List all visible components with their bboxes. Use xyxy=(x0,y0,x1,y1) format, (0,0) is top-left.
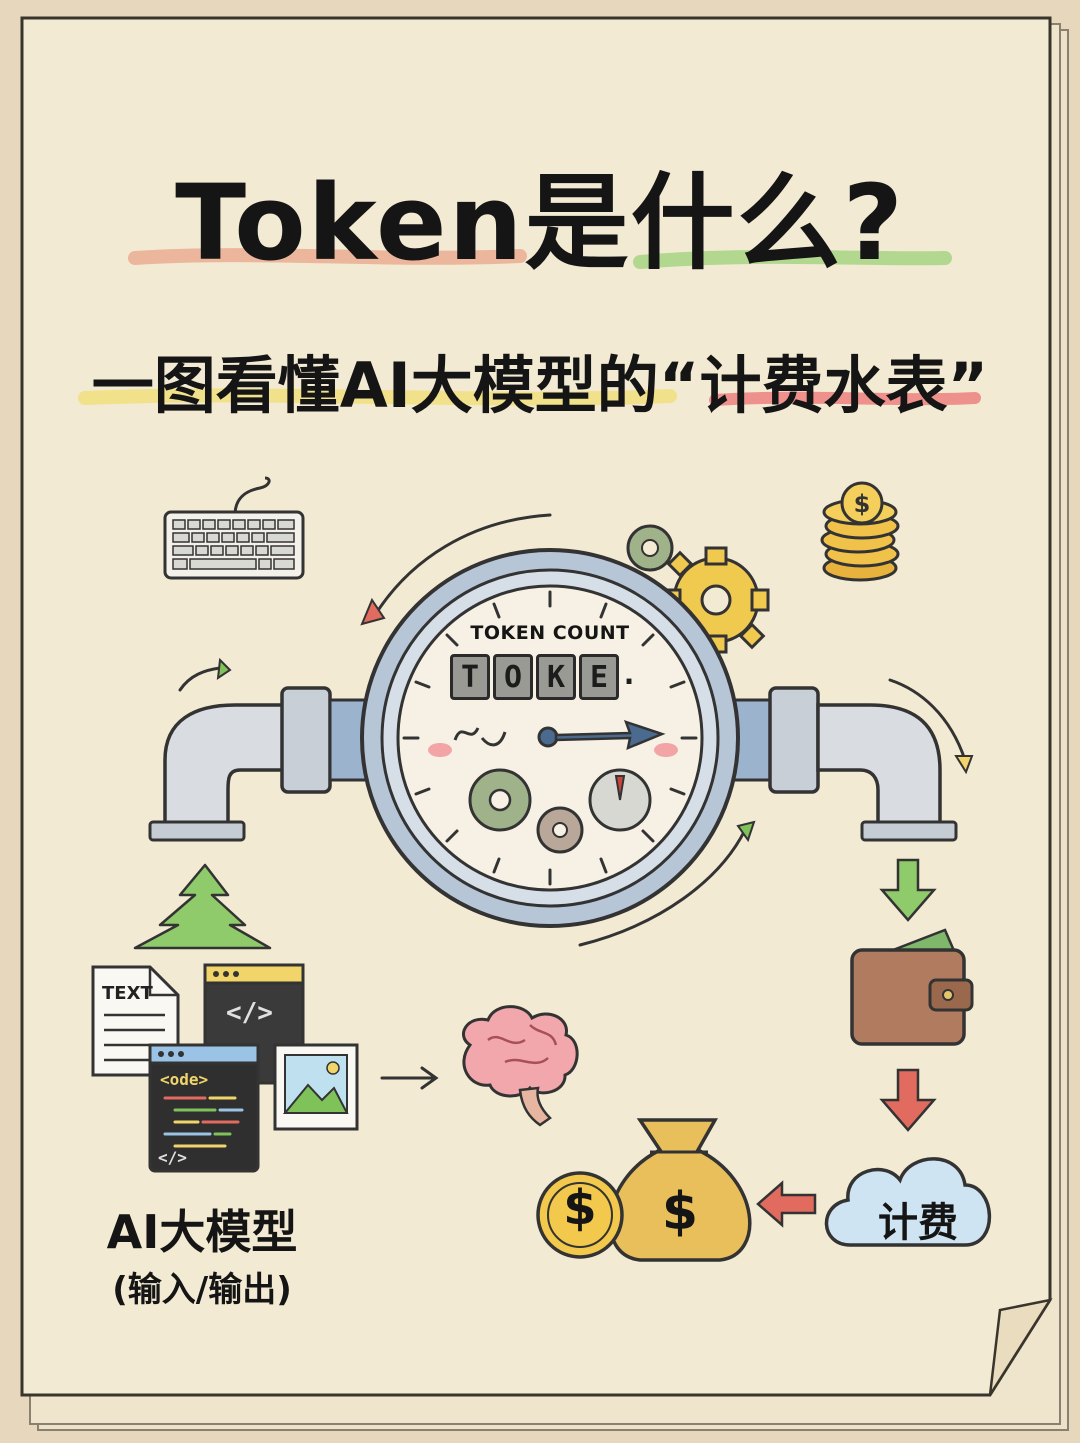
coin-dollar-sign: $ xyxy=(563,1180,597,1236)
counter-digit: O xyxy=(493,654,533,700)
code-tag-label: <ode> xyxy=(160,1070,209,1089)
bag-dollar-sign: $ xyxy=(661,1182,699,1242)
arrow-to-brain xyxy=(380,1066,439,1090)
page-title: Token是什么? xyxy=(175,162,905,284)
ai-model-label: AI大模型 xyxy=(106,1205,298,1259)
counter-digit: E xyxy=(579,654,619,700)
billing-cloud xyxy=(824,1157,992,1247)
left-arrow-red xyxy=(756,1180,817,1228)
outlet-pipe xyxy=(728,686,958,842)
dollar-coin-icon xyxy=(536,1171,624,1259)
code-editor-icon xyxy=(148,1043,260,1173)
page-subtitle: 一图看懂AI大模型的“计费水表” xyxy=(91,349,989,422)
token-meter-gauge xyxy=(360,548,740,928)
keyboard-icon xyxy=(163,476,305,580)
billing-label: 计费 xyxy=(878,1200,958,1246)
code-tag-label: </> xyxy=(226,998,273,1028)
coin-stack-icon: $ xyxy=(820,481,900,582)
brain-icon xyxy=(462,1005,579,1127)
token-count-label: TOKEN COUNT xyxy=(470,622,630,644)
code-tag-label: </> xyxy=(158,1148,187,1167)
counter-digit: T xyxy=(450,654,490,700)
image-icon xyxy=(273,1043,359,1131)
counter-digit: K xyxy=(536,654,576,700)
svg-text:$: $ xyxy=(854,490,871,518)
down-arrow-green xyxy=(879,858,937,922)
wallet-icon xyxy=(850,928,974,1046)
ai-model-sublabel: (输入/输出) xyxy=(112,1270,292,1310)
input-flow-arrow xyxy=(133,863,272,950)
token-counter-display: T O K E . xyxy=(450,654,639,700)
down-arrow-red xyxy=(879,1068,937,1132)
text-document-label: TEXT xyxy=(102,983,153,1004)
counter-digit: . xyxy=(619,656,639,692)
